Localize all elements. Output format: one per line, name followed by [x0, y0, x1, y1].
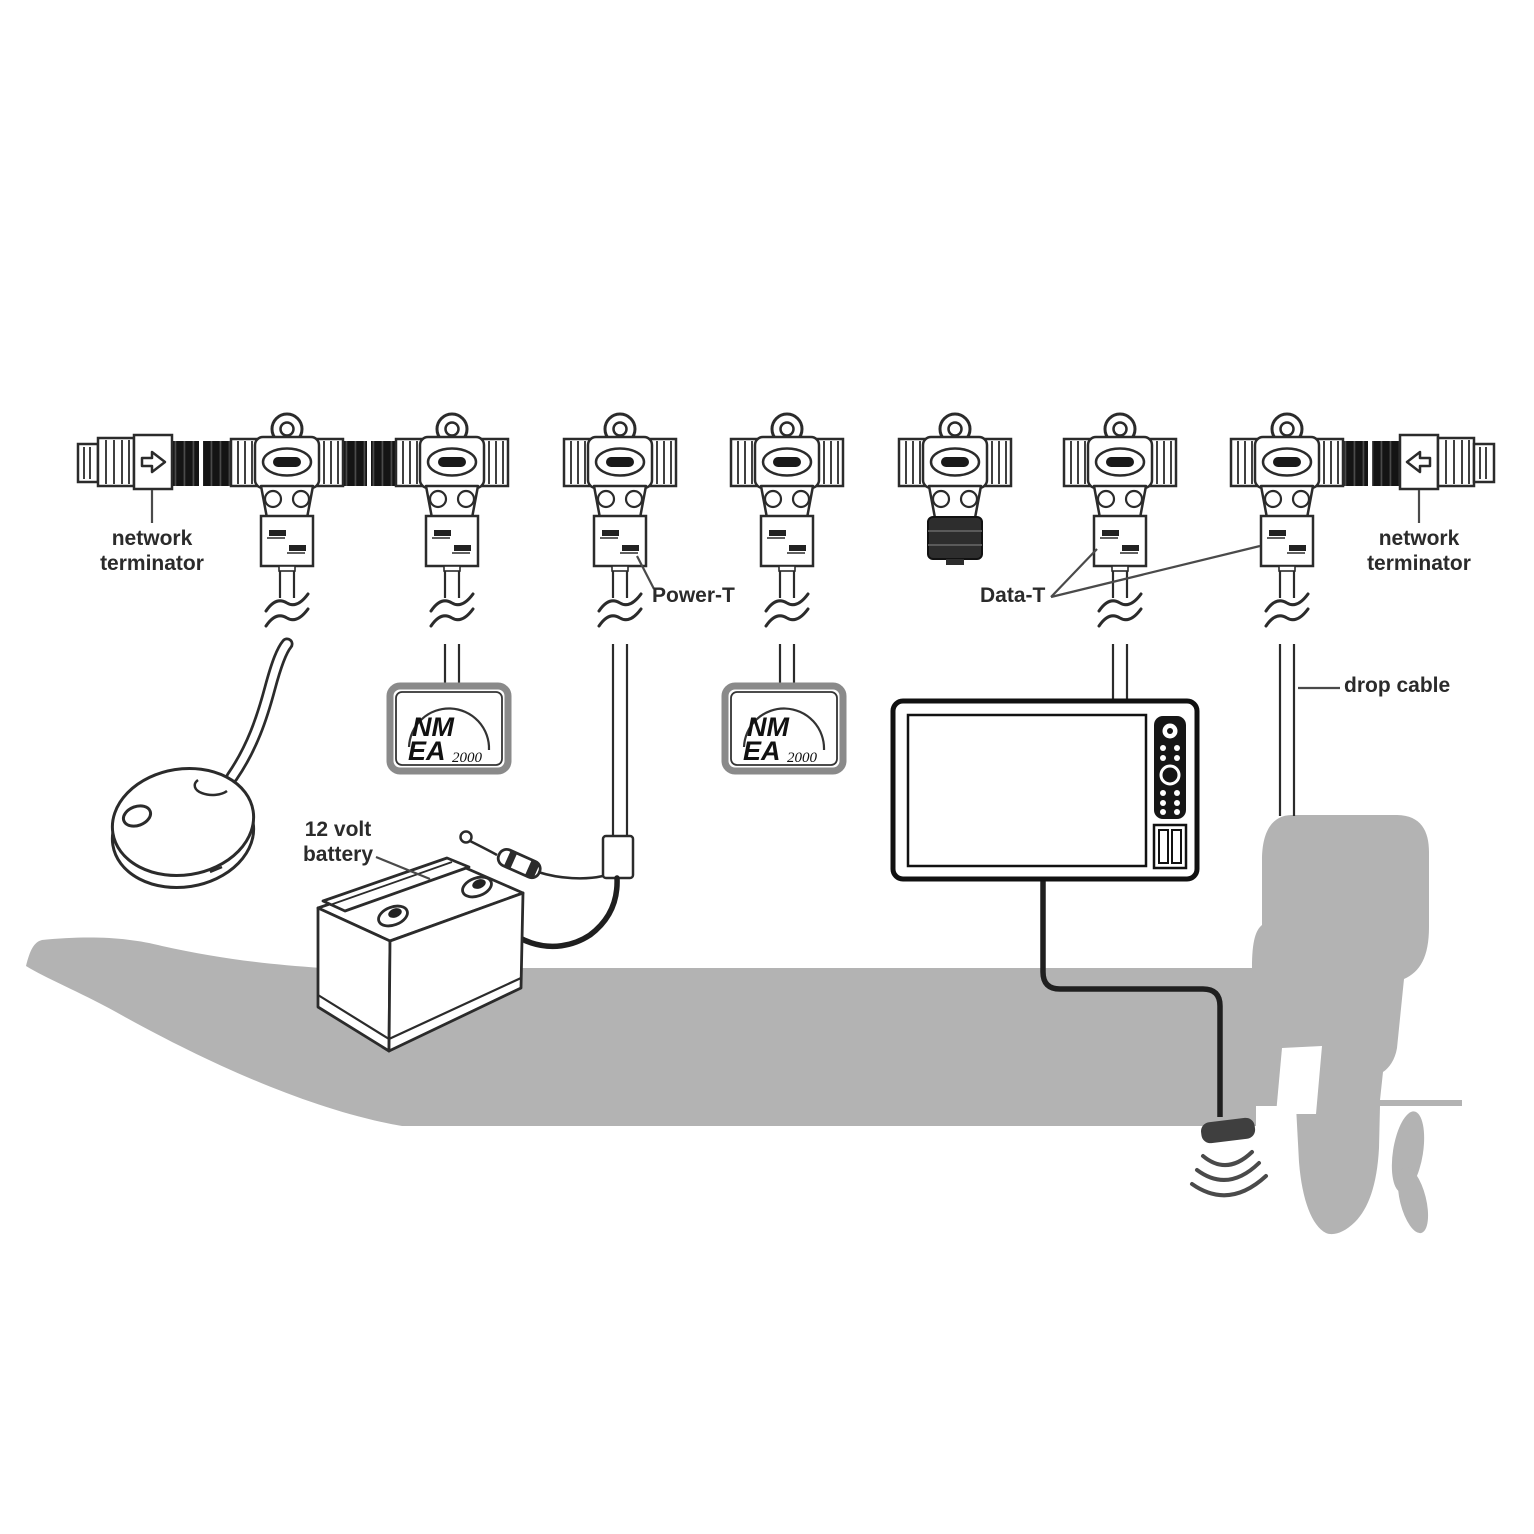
transducer-cable [1040, 880, 1223, 1117]
t-connector-3-power-t [562, 412, 678, 573]
propeller-blade [1397, 1166, 1429, 1234]
outboard-motor-silhouette [1252, 815, 1462, 1235]
power-cable-sleeve [601, 834, 635, 880]
nmea-logo-year: 2000 [452, 750, 483, 766]
label-drop-cable: drop cable [1344, 674, 1451, 697]
label-network-terminator-right: network terminator [1367, 527, 1471, 575]
bracket-gap [1276, 1046, 1322, 1114]
t-connector-6-data-t [1062, 412, 1178, 573]
display-screen [906, 713, 1148, 868]
arrow-left-icon [1405, 450, 1432, 474]
display-button-panel [1154, 716, 1186, 819]
display-card-slot [1152, 823, 1188, 870]
sonar-waves-icon [1190, 1150, 1268, 1198]
nmea-logo-year: 2000 [787, 750, 818, 766]
gps-antenna-drop-cable [225, 637, 294, 784]
nmea-logo-bottom: EA [408, 736, 446, 766]
label-12-volt-battery: 12 volt battery [302, 818, 374, 866]
nmea2000-device-2: NM EA 2000 [721, 682, 847, 775]
label-network-terminator-left: network terminator [100, 527, 204, 575]
battery-terminal [377, 904, 409, 928]
nmea2000-device-1: NM EA 2000 [386, 682, 512, 775]
label-data-t: Data-T [980, 584, 1046, 607]
t-connector-7-data-t [1229, 412, 1345, 573]
network-terminator-right [1398, 433, 1496, 491]
inline-fuse [459, 830, 604, 880]
arrow-right-icon [140, 450, 167, 474]
leader-lines [150, 490, 1421, 881]
nmea-logo-top: NM [747, 712, 789, 742]
t-connector-5-capped [897, 412, 1013, 566]
battery [316, 856, 525, 1053]
boat-hull-silhouette [26, 937, 1256, 1126]
t-connector-1 [229, 412, 345, 573]
t-connector-2 [394, 412, 510, 573]
network-terminator-left [76, 433, 174, 491]
chartplotter-display [890, 698, 1200, 882]
label-power-t: Power-T [652, 584, 735, 607]
gps-antenna-puck [110, 766, 256, 890]
nmea-logo-top: NM [412, 712, 454, 742]
nmea-logo-bottom: EA [743, 736, 781, 766]
t-connector-4 [729, 412, 845, 573]
battery-terminal [461, 875, 493, 899]
transducer [1201, 1117, 1256, 1144]
